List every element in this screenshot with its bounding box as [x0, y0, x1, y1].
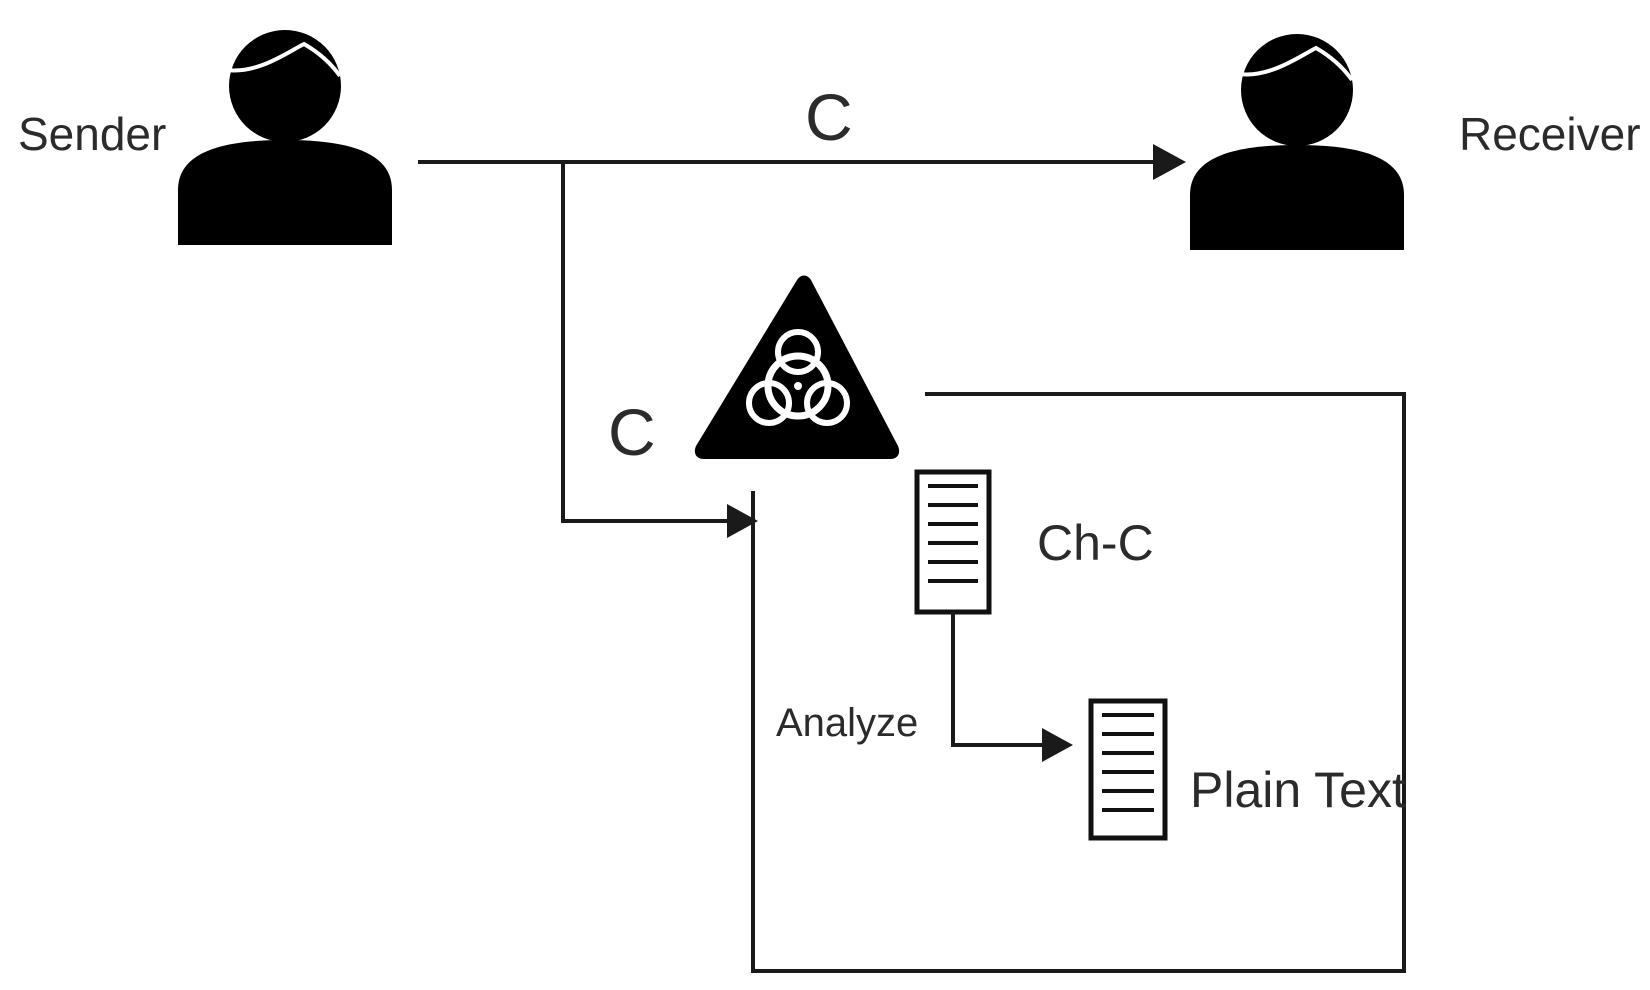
intercept-arrowhead [727, 504, 758, 538]
decrypt-arrowhead [1042, 728, 1073, 762]
intercept-branch-line [561, 162, 735, 523]
sender-person-icon [178, 30, 392, 245]
receiver-label: Receiver [1459, 108, 1641, 160]
intermediate-document-label: Ch-C [1037, 515, 1154, 571]
intermediate-document-icon [914, 469, 992, 615]
decrypt-arrow-line [951, 612, 1048, 747]
sender-label: Sender [18, 108, 166, 160]
analyze-label: Analyze [776, 701, 918, 745]
channel-ciphertext-label: C [805, 80, 853, 154]
plaintext-document-label: Plain Text [1190, 762, 1406, 818]
biohazard-warning-icon [694, 275, 900, 459]
channel-arrowhead [1153, 144, 1186, 180]
analysis-box [751, 392, 1406, 973]
plaintext-document-icon [1088, 698, 1168, 841]
intercepted-ciphertext-label: C [608, 395, 656, 469]
receiver-person-icon [1190, 34, 1404, 250]
